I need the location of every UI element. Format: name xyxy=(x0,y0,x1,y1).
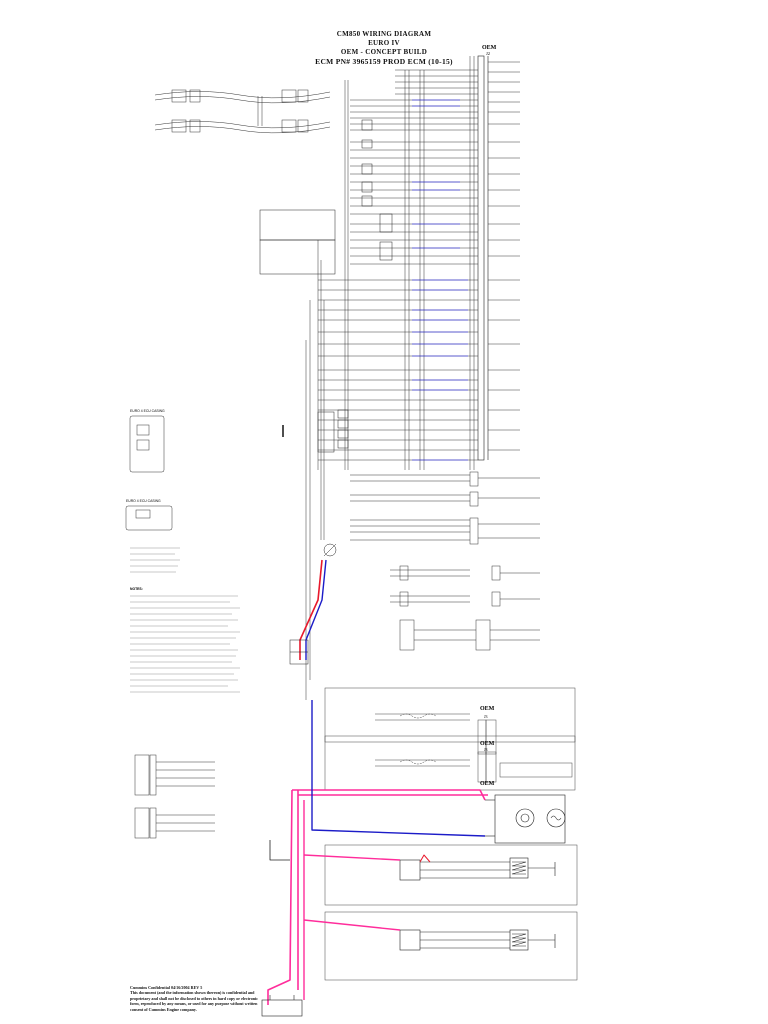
lower-left-connectors xyxy=(134,754,215,839)
notes-fine-print xyxy=(130,547,240,693)
oem-boxed-sections xyxy=(324,687,578,981)
ecu-casing-2-label: EURO 4 ECU CASING xyxy=(126,499,161,503)
battery xyxy=(261,995,303,1017)
power-wiring xyxy=(267,559,488,1005)
oem-connector-strip xyxy=(477,55,489,461)
notes-header: NOTES: xyxy=(130,587,143,591)
diagram-title-block: CM850 WIRING DIAGRAM EURO IV OEM - CONCE… xyxy=(0,30,768,66)
right-subdiagrams xyxy=(350,471,540,651)
oem-mid-conn-2: J3 xyxy=(484,747,488,752)
title-line-4: ECM PN# 3965159 PROD ECM (10-15) xyxy=(315,57,453,66)
signal-lines xyxy=(318,61,520,461)
ecu-casing-1-label: EURO 4 ECU CASING xyxy=(130,409,165,413)
title-line-3: OEM - CONCEPT BUILD xyxy=(340,48,428,56)
confidential-notice: Cummins Confidential 04/16/2004 REV 5 Th… xyxy=(130,985,260,1012)
harness-trunk xyxy=(305,56,475,700)
alternator-starter xyxy=(485,794,566,844)
oem-mid-conn-1: J3 xyxy=(484,714,488,719)
ecu-casing-illustrations xyxy=(125,415,173,531)
confidential-body: This document (and the information shown… xyxy=(130,990,259,1012)
relay-ground xyxy=(282,425,337,665)
title-line-2: EURO IV xyxy=(368,39,400,47)
datalink-harness xyxy=(154,89,331,134)
oem-top-label: OEM xyxy=(482,45,497,51)
blue-signal-segments xyxy=(412,99,468,461)
oem-top-conn: J2 xyxy=(486,51,490,56)
oem-mid-label-1: OEM xyxy=(480,706,495,712)
confidential-header: Cummins Confidential 04/16/2004 REV 5 xyxy=(130,985,203,990)
title-line-1: CM850 WIRING DIAGRAM xyxy=(336,30,432,38)
oem-mid-label-3: OEM xyxy=(480,781,495,787)
oem-mid-label-2: OEM xyxy=(480,741,495,747)
sensor-boxes xyxy=(259,119,393,453)
heater-grid-sections xyxy=(399,857,556,951)
